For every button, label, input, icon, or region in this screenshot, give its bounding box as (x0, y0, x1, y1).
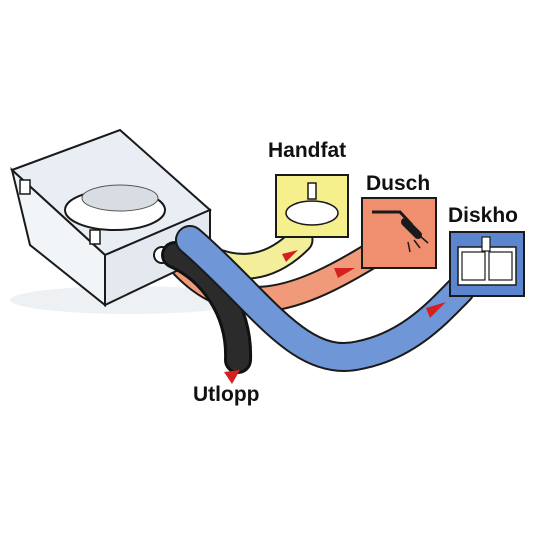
outlet-pipe (164, 244, 250, 371)
label-dusch: Dusch (366, 172, 431, 195)
sink-basin-icon (285, 182, 339, 226)
shower-head-icon (372, 210, 429, 253)
label-handfat: Handfat (268, 139, 347, 162)
flow-arrow-icon (224, 250, 446, 384)
handfat-panel (275, 174, 349, 238)
floor-shadow (10, 286, 250, 314)
diskho-pipe (177, 227, 473, 370)
double-sink-icon (457, 236, 517, 286)
label-diskho: Diskho (448, 204, 519, 227)
diskho-panel (449, 231, 525, 297)
dusch-panel (361, 197, 437, 269)
label-utlopp: Utlopp (193, 383, 260, 406)
